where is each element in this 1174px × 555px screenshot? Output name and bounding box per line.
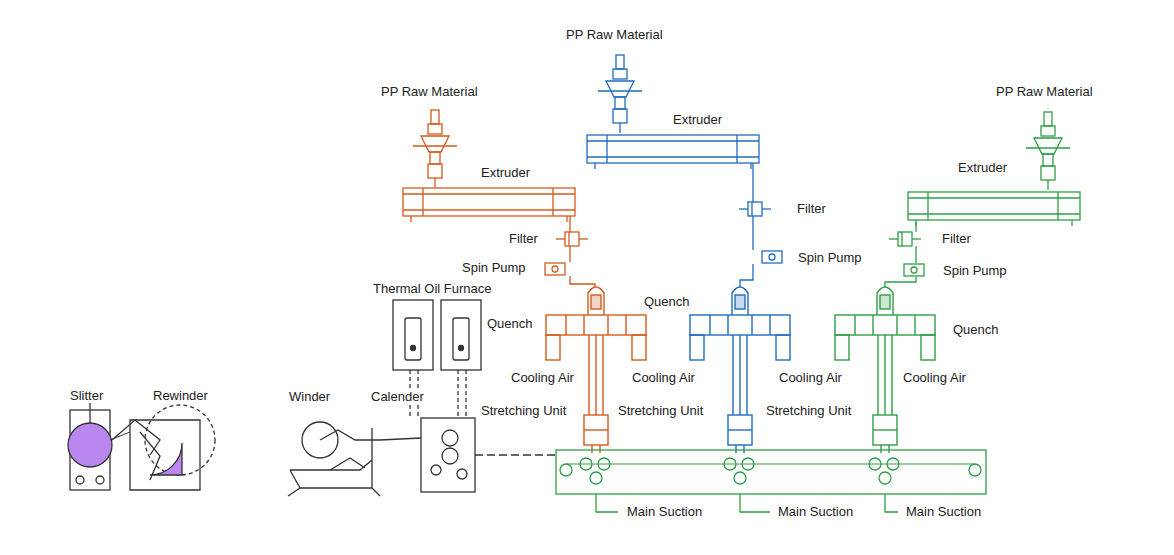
equipment-label: Thermal Oil Furnace [372,281,492,296]
equipment-label: Winder [288,389,331,404]
equipment-label: Quench [952,322,1000,337]
equipment-label: Stretching Unit [617,403,704,418]
equipment-label: Stretching Unit [480,403,567,418]
equipment-label: Extruder [672,112,723,127]
equipment-label: Cooling Air [902,370,967,385]
equipment-label: Quench [486,316,534,331]
equipment-label: Extruder [480,165,531,180]
equipment-label: Spin Pump [797,250,863,265]
equipment-label: Main Suction [626,504,703,519]
equipment-label: Slitter [69,388,104,403]
equipment-label: Stretching Unit [765,403,852,418]
equipment-label: Extruder [957,160,1008,175]
equipment-label: Cooling Air [510,370,575,385]
equipment-label: Main Suction [777,504,854,519]
equipment-label: Spin Pump [461,260,527,275]
equipment-label: PP Raw Material [565,27,664,42]
equipment-label: PP Raw Material [995,84,1094,99]
equipment-label: Main Suction [905,504,982,519]
equipment-label: Calender [370,389,425,404]
equipment-label: PP Raw Material [380,84,479,99]
equipment-label: Cooling Air [631,370,696,385]
equipment-label: Cooling Air [778,370,843,385]
equipment-label: Filter [796,201,827,216]
equipment-label: Spin Pump [942,263,1008,278]
equipment-label: Filter [941,231,972,246]
equipment-label: Quench [643,294,691,309]
equipment-label: Rewinder [152,388,209,403]
equipment-label: Filter [508,231,539,246]
